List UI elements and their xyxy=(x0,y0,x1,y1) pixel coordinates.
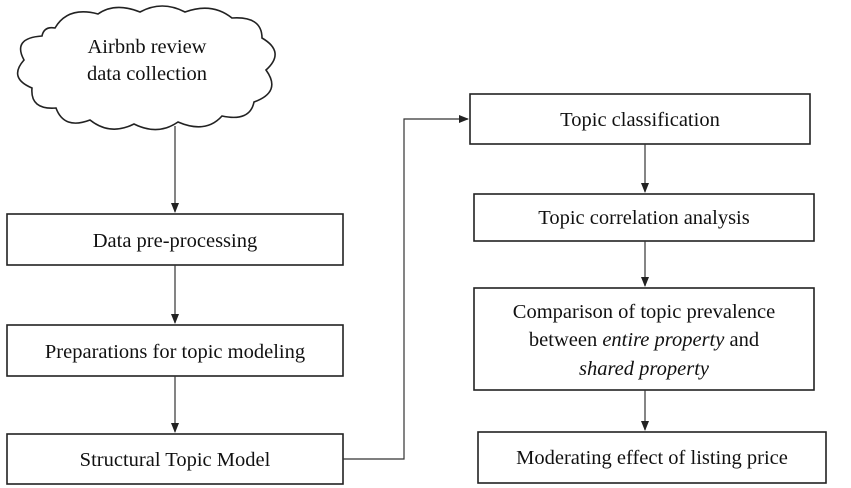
box-moderating-effect-label: Moderating effect of listing price xyxy=(516,447,788,469)
comparison-line3-shared-property: shared property xyxy=(579,358,710,380)
box-topic-comparison: Comparison of topic prevalence between e… xyxy=(473,287,815,391)
box-topic-correlation: Topic correlation analysis xyxy=(473,193,815,242)
cloud-label-line1: Airbnb review xyxy=(88,36,207,58)
comparison-line2-entire-property: entire property xyxy=(602,329,725,351)
box-preparations-label: Preparations for topic modeling xyxy=(45,341,305,363)
box-topic-classification-label: Topic classification xyxy=(560,109,720,131)
box-moderating-effect: Moderating effect of listing price xyxy=(477,431,827,484)
box-topic-correlation-label: Topic correlation analysis xyxy=(538,207,749,229)
cloud-data-collection: Airbnb review data collection xyxy=(16,5,276,131)
comparison-line2-prefix: between xyxy=(529,329,602,351)
box-preparations: Preparations for topic modeling xyxy=(6,324,344,377)
box-structural-topic-model: Structural Topic Model xyxy=(6,433,344,485)
comparison-line1: Comparison of topic prevalence xyxy=(513,301,775,323)
comparison-line2-suffix: and xyxy=(724,329,759,351)
cloud-label-line2: data collection xyxy=(87,63,207,85)
box-structural-topic-model-label: Structural Topic Model xyxy=(80,449,271,471)
box-topic-classification: Topic classification xyxy=(469,93,811,145)
comparison-line2: between entire property and xyxy=(529,329,759,351)
box-data-preprocessing: Data pre-processing xyxy=(6,213,344,266)
arrow-stm-to-classification xyxy=(343,115,469,460)
cloud-shape xyxy=(16,5,276,131)
box-data-preprocessing-label: Data pre-processing xyxy=(93,230,258,252)
